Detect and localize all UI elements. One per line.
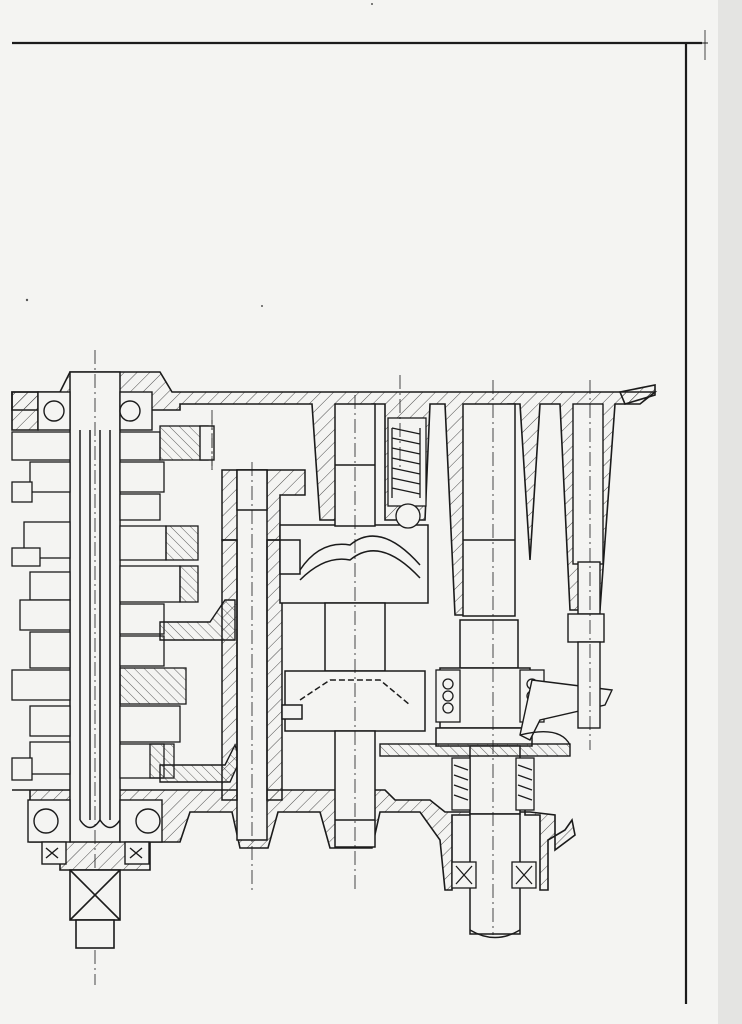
main-shaft-bearings [27, 391, 163, 865]
frame-border [12, 30, 708, 1004]
scan-marks [25, 3, 373, 307]
centre-lines [211, 375, 401, 470]
detent-spring [387, 417, 427, 529]
left-gear-stack [11, 431, 71, 781]
main-shaft [69, 350, 121, 985]
output-shaft [435, 380, 533, 939]
drum-shaft [334, 395, 376, 890]
selector-rod-long [221, 462, 306, 890]
shaft-square-end [69, 869, 121, 949]
right-pin-bolt [567, 380, 605, 750]
right-gear-stack [119, 425, 209, 779]
